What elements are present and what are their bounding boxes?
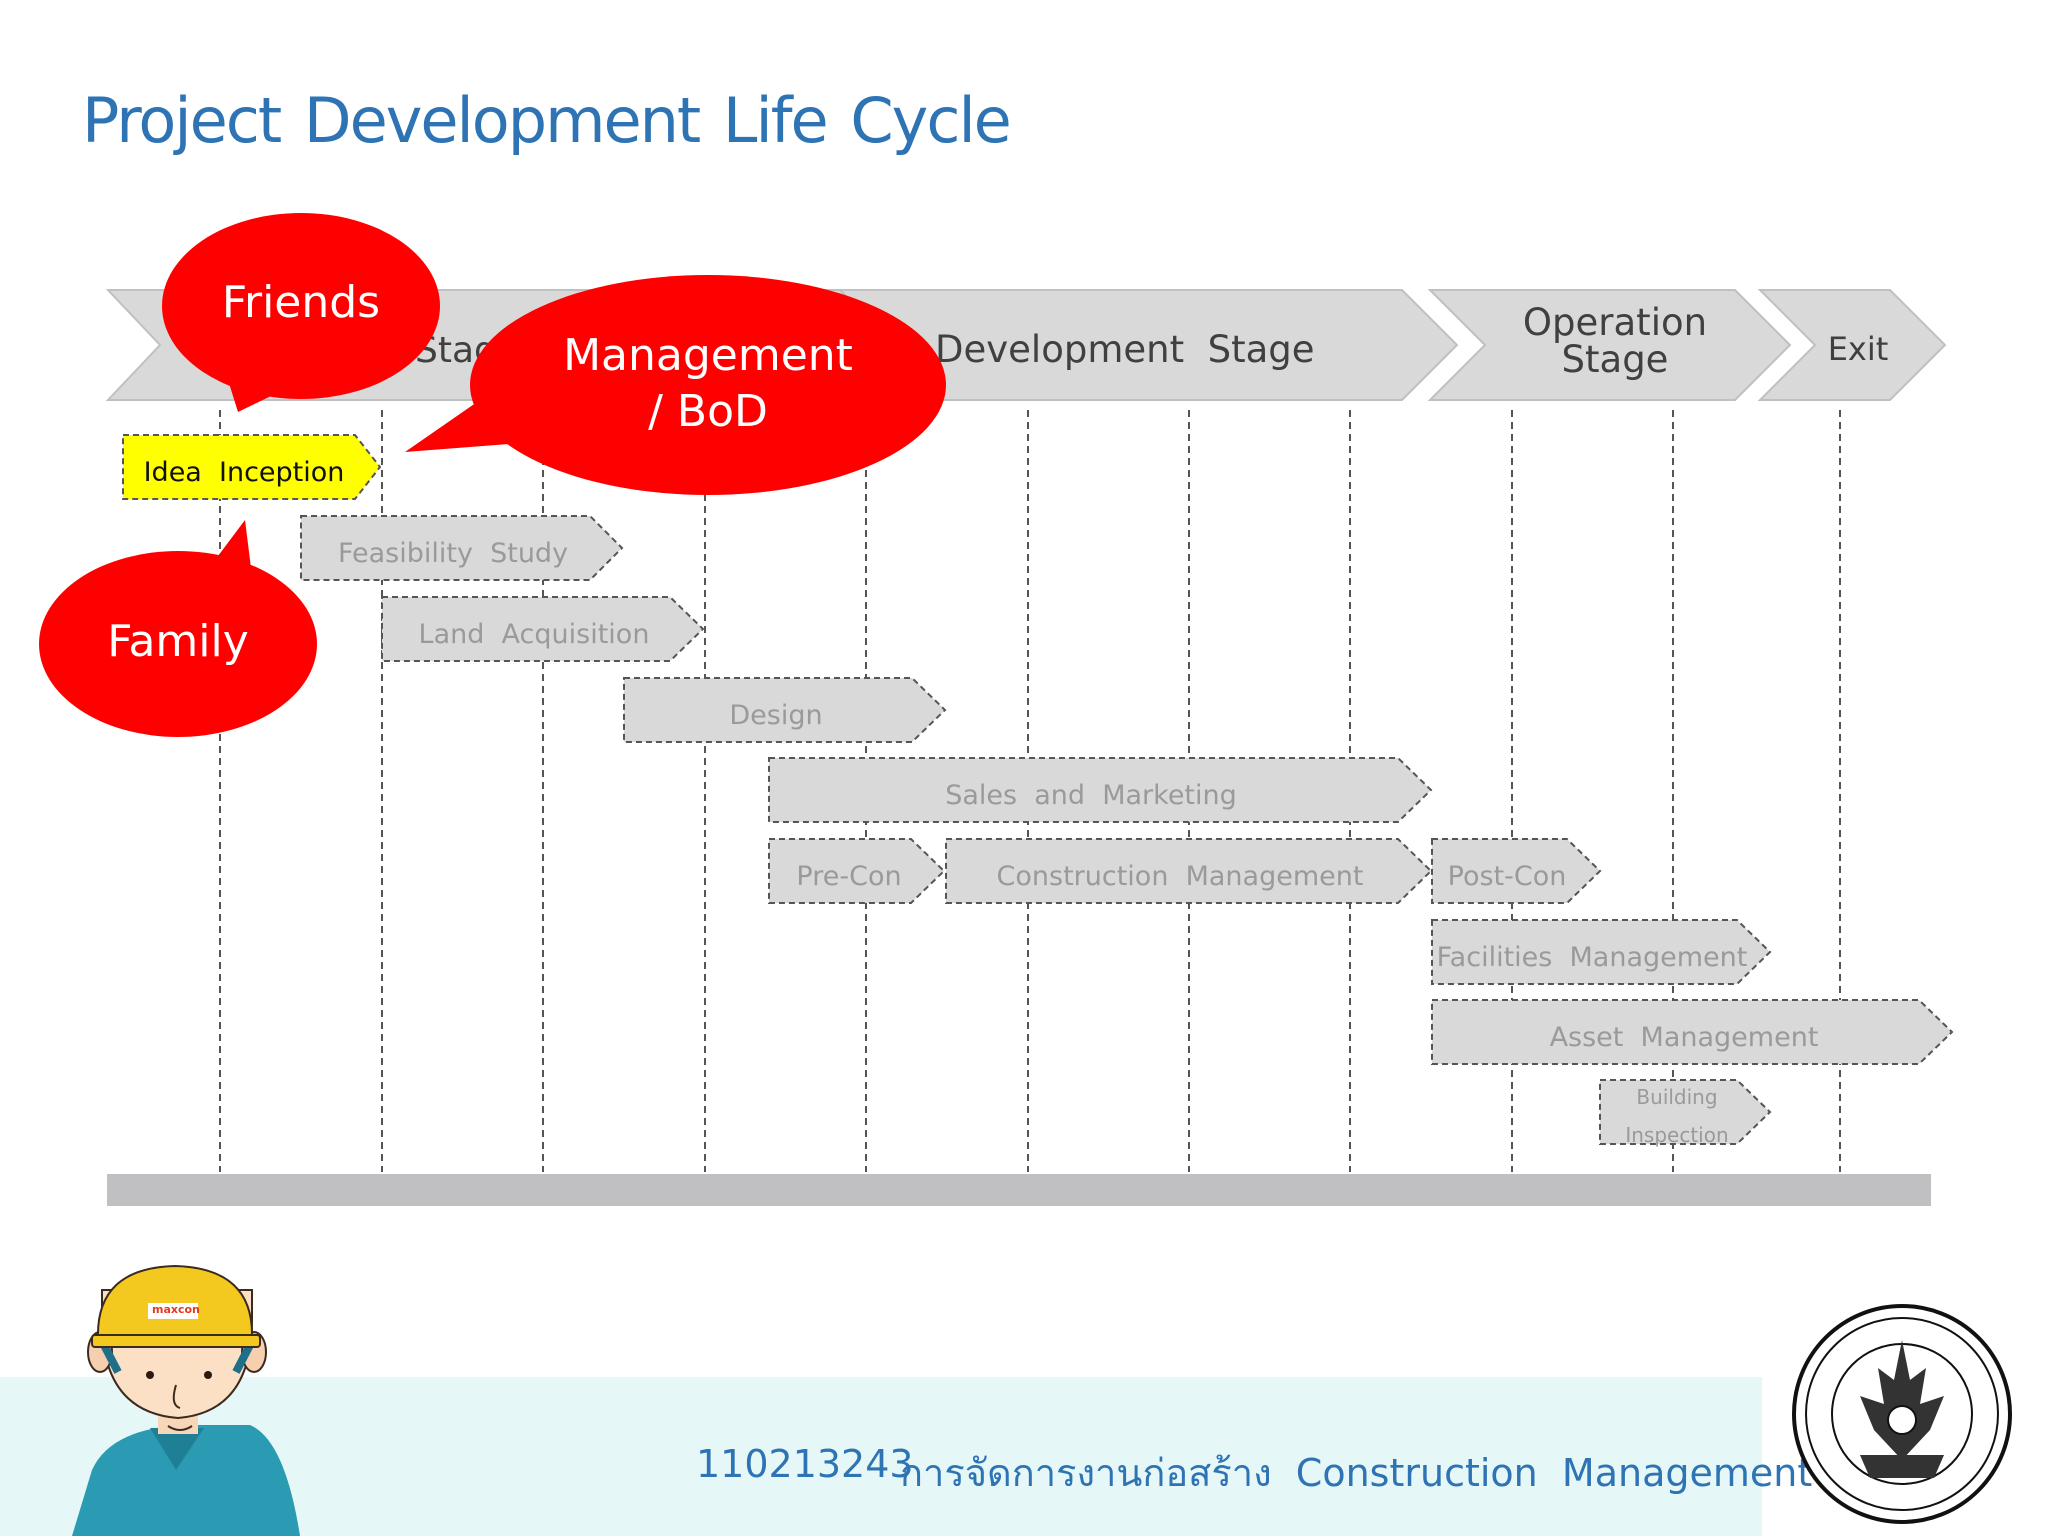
activity-post-con-label: Post-Con bbox=[1448, 861, 1567, 892]
activity-pre-con-bar bbox=[768, 838, 946, 904]
activity-idea-inception-bar bbox=[122, 434, 382, 500]
activity-feasibility-study-bar bbox=[300, 515, 624, 581]
activity-building-inspection-label-line1: Building bbox=[1636, 1085, 1717, 1109]
page-title: Project Development Life Cycle bbox=[82, 84, 1012, 157]
timeline-baseline-bar bbox=[107, 1174, 1931, 1206]
stage-exit-label: Exit bbox=[1828, 330, 1889, 368]
callout-friends bbox=[162, 213, 440, 412]
activity-building-inspection-label-line2: Inspection bbox=[1625, 1123, 1728, 1147]
stage-operation-label-line2: Stage bbox=[1562, 338, 1669, 381]
activity-facilities-management-bar bbox=[1431, 919, 1772, 985]
activity-feasibility-study-label: Feasibility Study bbox=[338, 538, 568, 569]
activity-sales-marketing-label: Sales and Marketing bbox=[945, 780, 1237, 811]
activity-land-acquisition-label: Land Acquisition bbox=[419, 619, 650, 650]
activity-design-bar bbox=[623, 677, 947, 743]
stage-exit-chevron bbox=[1757, 289, 1947, 401]
activity-asset-management-label: Asset Management bbox=[1550, 1022, 1819, 1053]
helmet-logo: maxcon bbox=[152, 1303, 200, 1316]
activity-facilities-management-label: Facilities Management bbox=[1437, 942, 1748, 973]
activity-building-inspection-bar bbox=[1599, 1079, 1772, 1145]
activity-sales-marketing-bar bbox=[768, 757, 1433, 823]
callout-management-bod bbox=[405, 275, 946, 495]
callout-management-label-line2: / BoD bbox=[648, 386, 768, 437]
activity-design-label: Design bbox=[729, 700, 822, 731]
activity-asset-management-bar bbox=[1431, 999, 1954, 1065]
activity-post-con-bar bbox=[1431, 838, 1602, 904]
activity-idea-inception-label: Idea Inception bbox=[144, 457, 345, 488]
stage-operation-label-line1: Operation bbox=[1523, 301, 1707, 344]
activity-construction-management-bar bbox=[945, 838, 1433, 904]
stage-operation-chevron bbox=[1427, 289, 1792, 401]
callout-family-label: Family bbox=[107, 616, 249, 667]
callout-friends-label: Friends bbox=[222, 277, 380, 328]
callout-management-label-line1: Management bbox=[563, 330, 853, 381]
footer-course-code: 110213243 bbox=[696, 1442, 914, 1486]
stage-development-label: Development Stage bbox=[935, 328, 1315, 371]
activity-pre-con-label: Pre-Con bbox=[796, 861, 901, 892]
callout-family bbox=[39, 520, 317, 737]
activity-construction-management-label: Construction Management bbox=[997, 861, 1364, 892]
footer-course-name: การจัดการงานก่อสร้าง Construction Manage… bbox=[900, 1451, 1813, 1495]
activity-land-acquisition-bar bbox=[381, 596, 705, 662]
